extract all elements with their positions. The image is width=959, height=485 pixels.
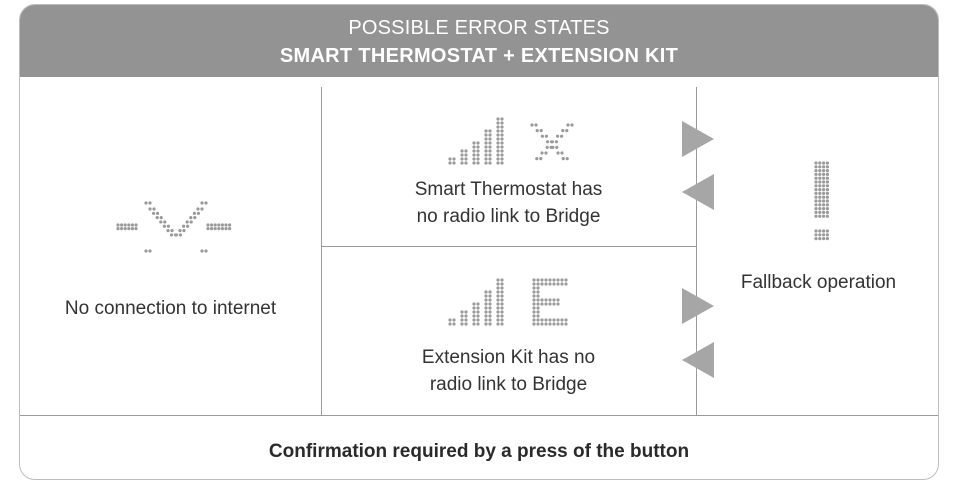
divider-footer-horizontal <box>20 415 938 416</box>
arrow-left-icon <box>682 342 714 378</box>
arrow-right-icon <box>682 121 714 157</box>
divider-middle-horizontal <box>321 246 696 247</box>
header-title: POSSIBLE ERROR STATES <box>348 17 610 39</box>
dot-matrix-signal-e-icon <box>448 278 568 326</box>
extension-label-line2: radio link to Bridge <box>429 374 588 395</box>
thermostat-label-line1: Smart Thermostat has <box>414 179 603 200</box>
footer-confirmation-label: Confirmation required by a press of the … <box>268 441 690 462</box>
header-banner: POSSIBLE ERROR STATES SMART THERMOSTAT +… <box>20 5 938 77</box>
arrow-right-icon <box>682 288 714 324</box>
dot-matrix-signal-x-icon <box>448 117 574 165</box>
header-subtitle: SMART THERMOSTAT + EXTENSION KIT <box>279 45 679 67</box>
divider-right-vertical <box>696 87 697 416</box>
dot-matrix-exclamation-icon <box>814 161 829 241</box>
thermostat-no-link-label: Smart Thermostat has no radio link to Br… <box>321 176 696 230</box>
error-states-card: POSSIBLE ERROR STATES SMART THERMOSTAT +… <box>19 4 939 480</box>
divider-left-vertical <box>321 87 322 416</box>
fallback-label: Fallback operation <box>740 272 897 293</box>
extension-no-link-label: Extension Kit has no radio link to Bridg… <box>321 344 696 398</box>
thermostat-label-line2: no radio link to Bridge <box>416 206 601 227</box>
no-internet-label: No connection to internet <box>64 298 277 319</box>
extension-label-line1: Extension Kit has no <box>421 347 596 368</box>
dot-matrix-disconnected-icon <box>116 201 232 253</box>
arrow-left-icon <box>682 174 714 210</box>
